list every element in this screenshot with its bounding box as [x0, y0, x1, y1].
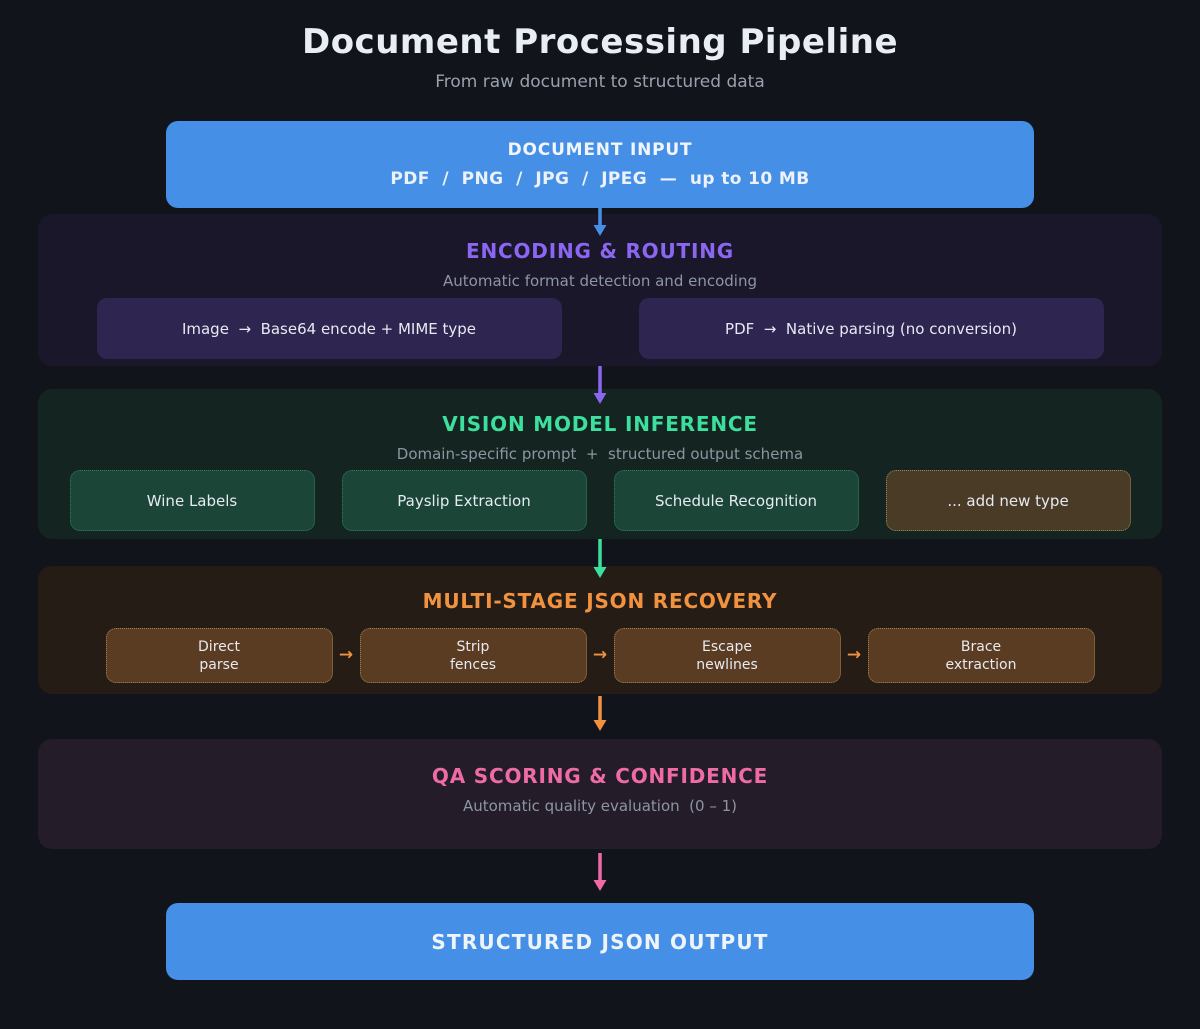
encoding-routing-subtitle: Automatic format detection and encoding — [443, 272, 757, 290]
stage-qa-scoring: QA SCORING & CONFIDENCE Automatic qualit… — [38, 739, 1162, 849]
recovery-step-line1: Brace — [960, 638, 1002, 655]
document-input-formats: PDF / PNG / JPG / JPEG — up to 10 MB — [390, 169, 810, 189]
stage-json-recovery: MULTI-STAGE JSON RECOVERY Direct parse →… — [38, 566, 1162, 694]
encoding-item-pdf: PDF → Native parsing (no conversion) — [638, 298, 1104, 359]
json-recovery-title: MULTI-STAGE JSON RECOVERY — [422, 589, 778, 613]
recovery-step-direct-parse: Direct parse — [105, 628, 333, 683]
domain-chip-schedule-recognition-label: Schedule Recognition — [654, 491, 818, 510]
domain-chip-payslip-extraction: Payslip Extraction — [341, 470, 587, 531]
arrow-right-icon: → — [338, 645, 354, 665]
recovery-step-escape-newlines: Escape newlines — [613, 628, 841, 683]
domain-chip-wine-labels-label: Wine Labels — [146, 491, 238, 510]
domain-chip-add-new-type: ... add new type — [885, 470, 1131, 531]
flow-arrow-recovery-to-qa — [591, 696, 609, 731]
recovery-step-line1: Direct — [198, 638, 240, 655]
recovery-step-brace-extraction: Brace extraction — [867, 628, 1095, 683]
recovery-step-line2: parse — [199, 656, 239, 673]
flow-arrow-encoding-to-vision — [591, 366, 609, 404]
vision-domain-chips: Wine Labels Payslip Extraction Schedule … — [69, 470, 1131, 531]
recovery-step-line2: extraction — [945, 656, 1017, 673]
recovery-step-line1: Strip — [456, 638, 490, 655]
structured-output-title: STRUCTURED JSON OUTPUT — [431, 929, 769, 954]
document-input-title: DOCUMENT INPUT — [507, 140, 693, 160]
arrow-right-icon: → — [846, 645, 862, 665]
recovery-step-strip-fences: Strip fences — [359, 628, 587, 683]
arrow-down-icon — [593, 366, 607, 404]
flow-arrow-vision-to-recovery — [591, 539, 609, 578]
recovery-step-line1: Escape — [702, 638, 752, 655]
encoding-item-image-label: Image → Base64 encode + MIME type — [181, 319, 477, 338]
stage-encoding-routing: ENCODING & ROUTING Automatic format dete… — [38, 214, 1162, 366]
qa-scoring-title: QA SCORING & CONFIDENCE — [431, 764, 769, 788]
arrow-down-icon — [593, 208, 607, 236]
page-subtitle: From raw document to structured data — [435, 72, 765, 92]
arrow-down-icon — [593, 696, 607, 731]
arrow-down-icon — [593, 853, 607, 891]
arrow-right-icon: → — [592, 645, 608, 665]
domain-chip-wine-labels: Wine Labels — [69, 470, 315, 531]
arrow-down-icon — [593, 539, 607, 578]
flow-arrow-qa-to-output — [591, 853, 609, 891]
vision-inference-title: VISION MODEL INFERENCE — [442, 412, 758, 436]
domain-chip-payslip-extraction-label: Payslip Extraction — [397, 491, 531, 510]
qa-scoring-subtitle: Automatic quality evaluation (0 – 1) — [462, 797, 738, 815]
recovery-step-line2: newlines — [696, 656, 758, 673]
encoding-routing-items: Image → Base64 encode + MIME type PDF → … — [96, 298, 1104, 359]
encoding-routing-title: ENCODING & ROUTING — [466, 239, 734, 263]
stage-vision-inference: VISION MODEL INFERENCE Domain-specific p… — [38, 389, 1162, 539]
vision-inference-subtitle: Domain-specific prompt + structured outp… — [396, 445, 804, 463]
json-recovery-steps: Direct parse → Strip fences → Escape new… — [105, 628, 1095, 683]
flow-arrow-input-to-encoding — [591, 208, 609, 236]
page-title: Document Processing Pipeline — [301, 22, 899, 62]
encoding-item-image: Image → Base64 encode + MIME type — [96, 298, 562, 359]
recovery-step-line2: fences — [449, 656, 497, 673]
domain-chip-schedule-recognition: Schedule Recognition — [613, 470, 859, 531]
structured-output-node: STRUCTURED JSON OUTPUT — [166, 903, 1034, 980]
document-input-node: DOCUMENT INPUT PDF / PNG / JPG / JPEG — … — [166, 121, 1034, 208]
encoding-item-pdf-label: PDF → Native parsing (no conversion) — [725, 319, 1017, 338]
domain-chip-add-new-type-label: ... add new type — [947, 491, 1069, 510]
